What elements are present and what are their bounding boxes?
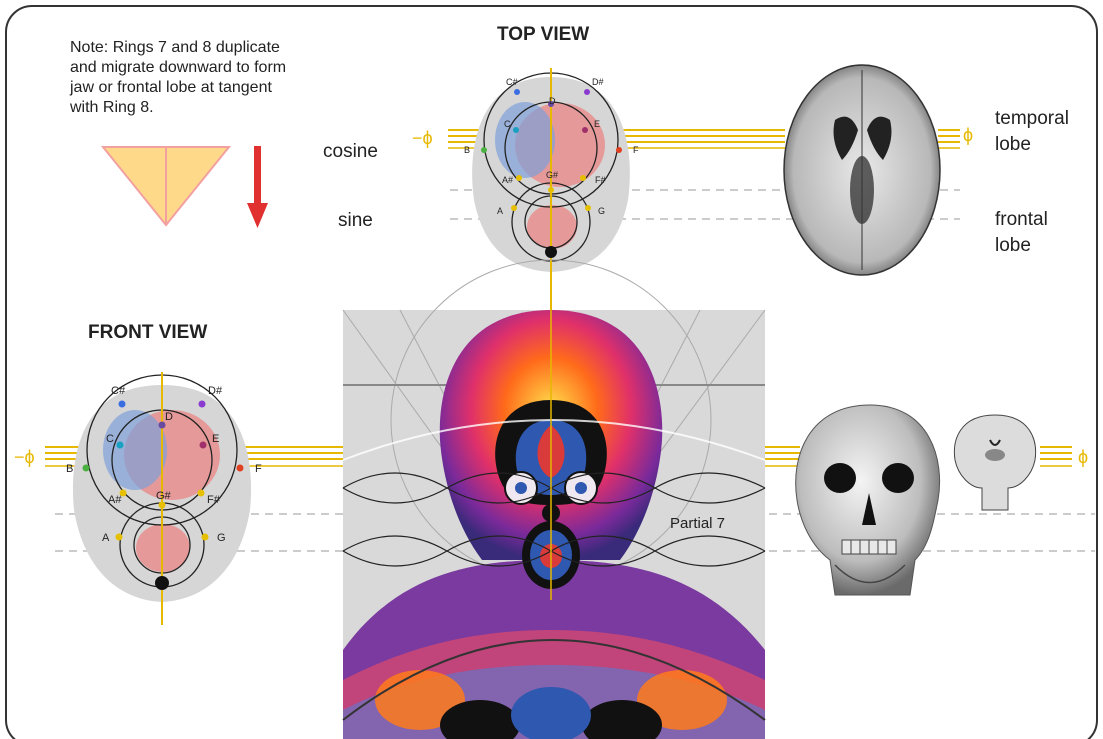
svg-text:C: C [504, 119, 511, 129]
note-block: Note: Rings 7 and 8 duplicate and migrat… [69, 39, 286, 116]
svg-text:A#: A# [502, 175, 513, 185]
frontal-label-2: lobe [995, 235, 1031, 256]
down-arrow-icon [247, 146, 268, 228]
sine-label: sine [338, 210, 373, 231]
skull-image [796, 405, 940, 595]
top-note-dot-cs [514, 89, 520, 95]
top-view-diagram: C# D# D C E B F A# G# F# A G [464, 68, 639, 312]
svg-text:F#: F# [207, 494, 221, 506]
top-note-dot-ds [584, 89, 590, 95]
note-line-3: jaw or frontal lobe at tangent [69, 79, 272, 96]
svg-text:F: F [255, 463, 262, 475]
svg-text:A: A [497, 206, 503, 216]
svg-text:G#: G# [546, 170, 558, 180]
svg-text:G: G [217, 532, 226, 544]
svg-text:D: D [549, 96, 556, 106]
svg-text:B: B [464, 145, 470, 155]
svg-text:C: C [106, 433, 114, 445]
svg-text:C#: C# [111, 385, 126, 397]
triangle-icon [103, 147, 229, 225]
svg-text:C#: C# [506, 77, 518, 87]
front-view-title: FRONT VIEW [88, 322, 207, 343]
brain-coronal-image [954, 415, 1035, 510]
svg-text:D: D [165, 411, 173, 423]
note-line-2: and migrate downward to form [70, 59, 286, 76]
front-phi-right: ϕ [1078, 447, 1088, 467]
svg-text:A: A [102, 532, 110, 544]
note-line-4: with Ring 8. [69, 99, 154, 116]
note-line-1: Note: Rings 7 and 8 duplicate [70, 39, 280, 56]
svg-text:B: B [66, 463, 73, 475]
fractal-panel [343, 260, 765, 739]
svg-text:F: F [633, 145, 639, 155]
svg-text:G: G [598, 206, 605, 216]
front-phi-left: −ϕ [14, 447, 35, 467]
frontal-label-1: frontal [995, 209, 1048, 230]
front-view-diagram: C# D# D C E B F A# G# F# A G [66, 372, 262, 625]
top-view-title: TOP VIEW [497, 24, 589, 45]
brain-axial-image [784, 65, 940, 275]
svg-text:D#: D# [592, 77, 604, 87]
svg-text:D#: D# [208, 385, 223, 397]
top-phi-right: ϕ [963, 125, 973, 145]
svg-text:A#: A# [108, 494, 122, 506]
cosine-label: cosine [323, 141, 378, 162]
top-phi-left: −ϕ [412, 128, 433, 148]
svg-text:E: E [594, 119, 600, 129]
partial-7-label: Partial 7 [670, 515, 725, 532]
svg-text:F#: F# [595, 175, 606, 185]
temporal-label-1: temporal [995, 108, 1069, 129]
temporal-label-2: lobe [995, 134, 1031, 155]
svg-text:E: E [212, 433, 219, 445]
svg-text:G#: G# [156, 490, 172, 502]
